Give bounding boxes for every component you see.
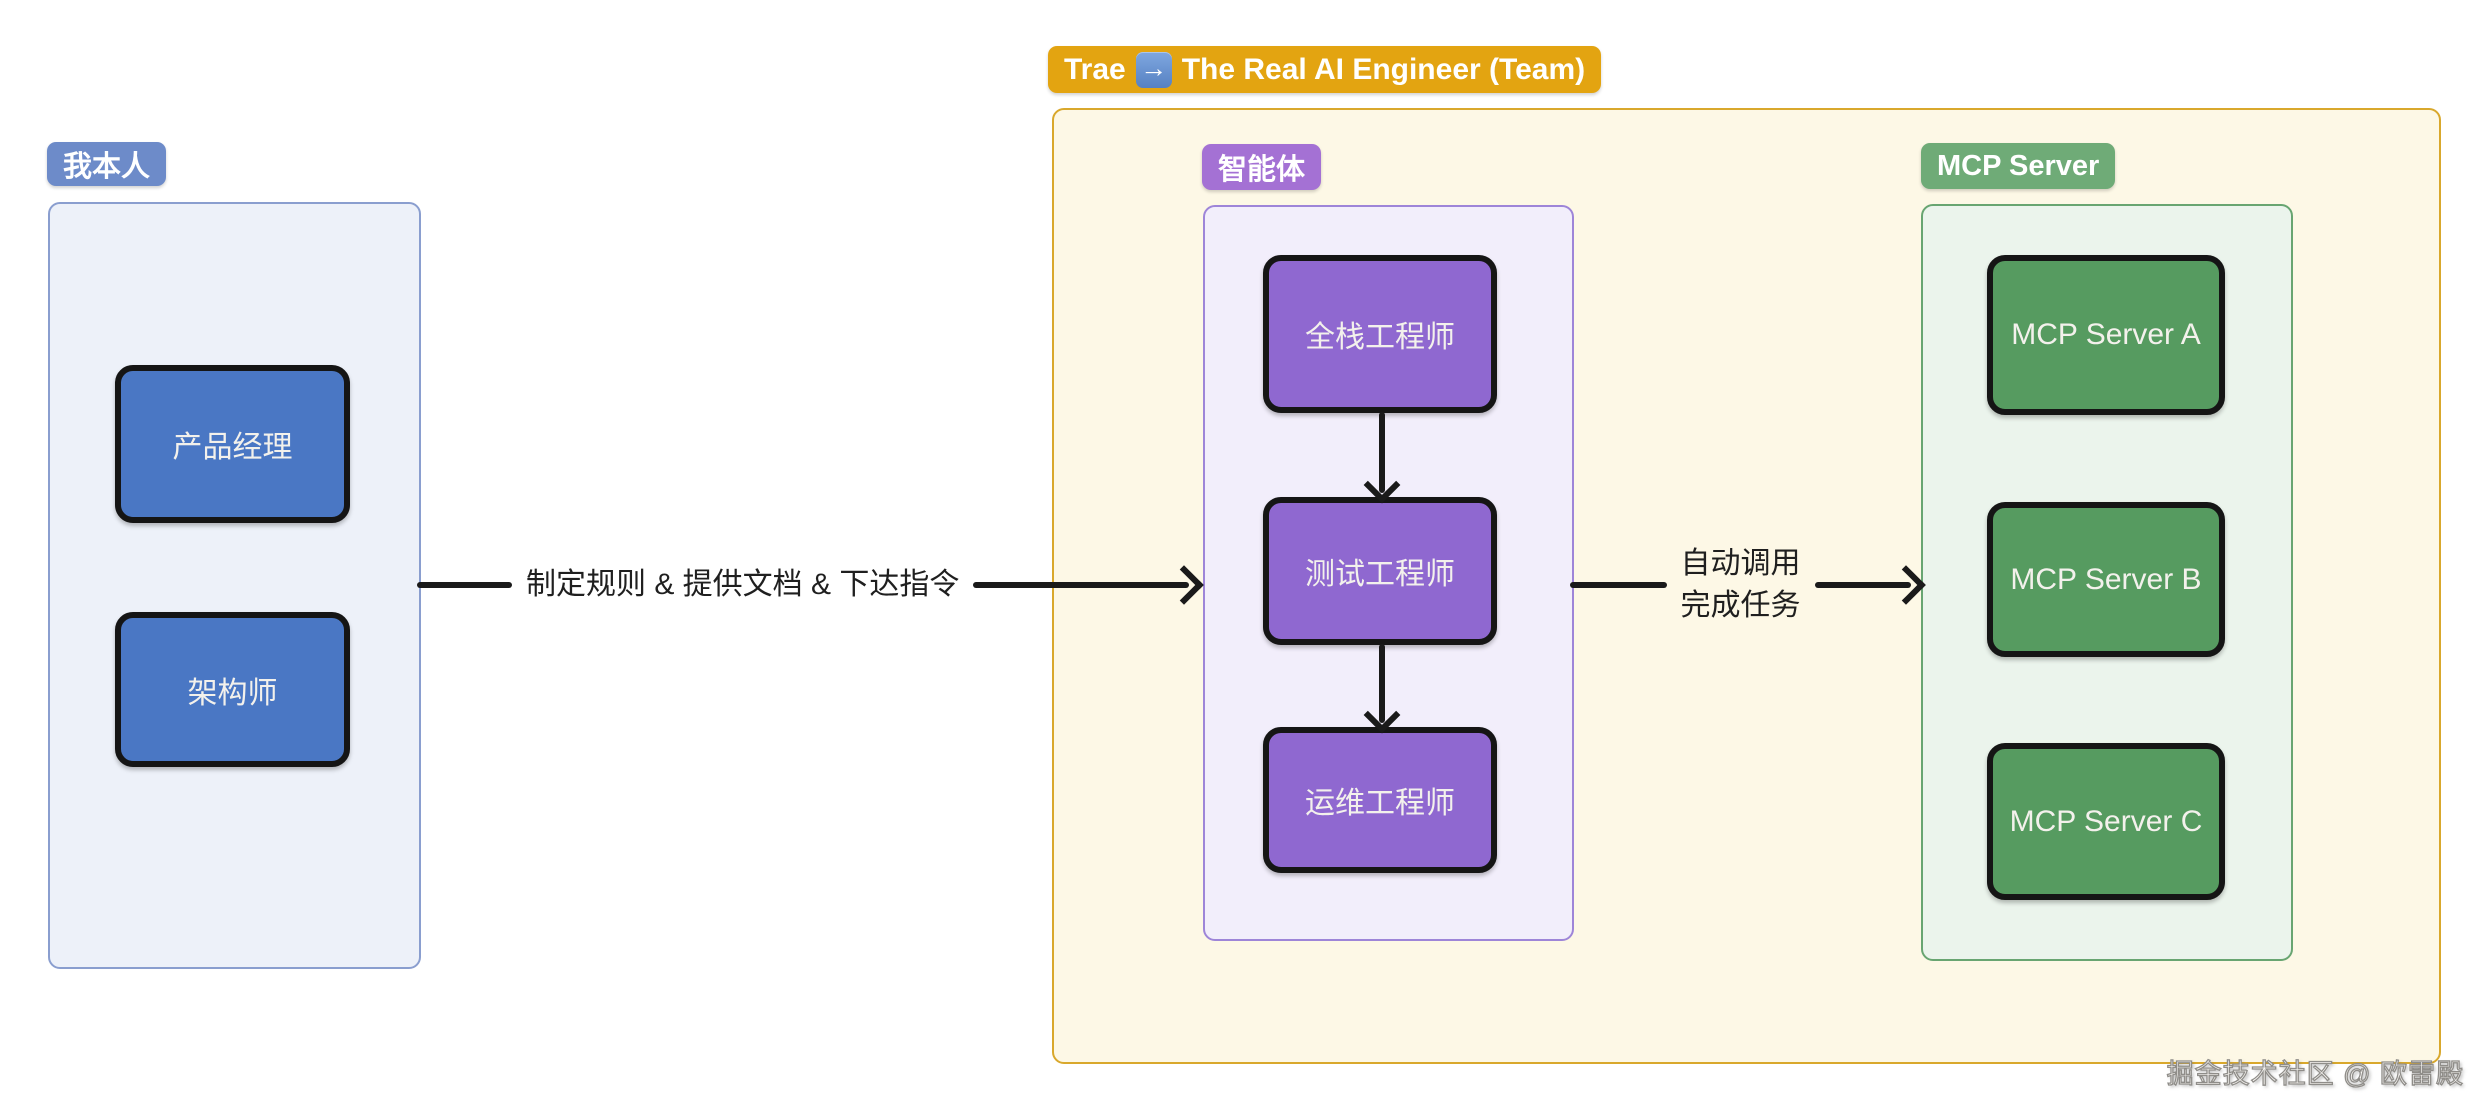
edge-test-to-ops [1363,644,1401,734]
edge-agent-to-mcp: 自动调用 完成任务 [1570,500,1926,670]
edge-line-segment [1814,582,1911,588]
edge-agent-to-mcp-label-line1: 自动调用 [1680,547,1801,580]
edge-line-segment [417,582,512,588]
edge-me-to-agent: 制定规则 & 提供文档 & 下达指令 [417,540,1204,630]
node-mcp-server-a: MCP Server A [1987,255,2225,415]
edge-line-segment [1379,412,1385,493]
node-ops-engineer: 运维工程师 [1263,727,1497,873]
edge-agent-to-mcp-label: 自动调用 完成任务 [1667,543,1815,627]
edge-agent-to-mcp-label-line2: 完成任务 [1680,589,1801,622]
me-group-badge: 我本人 [47,142,167,186]
node-test-engineer: 测试工程师 [1263,497,1497,645]
edge-me-to-agent-label: 制定规则 & 提供文档 & 下达指令 [526,568,960,601]
edge-line-segment [973,582,1189,588]
arrowhead-right-icon [1886,565,1926,605]
watermark: 掘金技术社区 @ 欧雷殿 [2166,1058,2464,1089]
node-product-manager: 产品经理 [115,365,350,523]
edge-line-segment [1570,582,1667,588]
right-arrow-emoji-icon: → [1135,51,1172,88]
team-group-badge: Trae → The Real AI Engineer (Team) [1048,46,1602,93]
node-mcp-server-c: MCP Server C [1987,743,2225,900]
agent-group-badge: 智能体 [1202,144,1322,190]
right-arrow-glyph: → [1140,53,1168,83]
edge-line-segment [1379,644,1385,723]
node-mcp-server-b: MCP Server B [1987,502,2225,657]
edge-fullstack-to-test [1363,412,1401,504]
mcp-group-badge: MCP Server [1921,143,2116,189]
node-architect: 架构师 [115,612,350,767]
arrowhead-down-icon [1363,466,1401,504]
arrowhead-down-icon [1363,696,1401,734]
team-badge-prefix: Trae [1064,52,1126,86]
me-group-container [48,202,421,969]
team-badge-suffix: The Real AI Engineer (Team) [1181,52,1586,86]
arrowhead-right-icon [1164,565,1204,605]
node-fullstack-engineer: 全栈工程师 [1263,255,1497,413]
